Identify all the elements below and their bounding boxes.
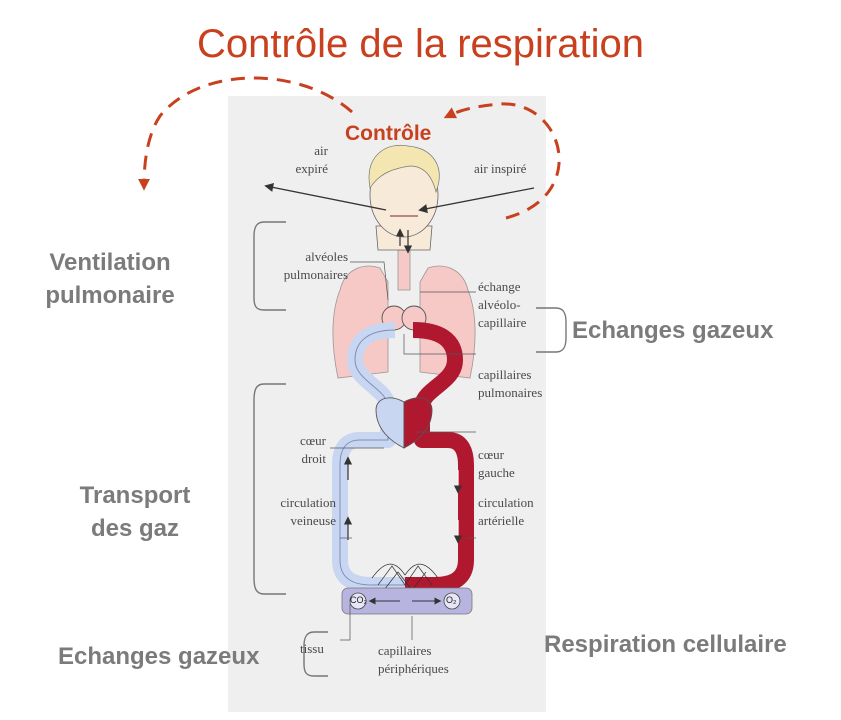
leader-lines bbox=[330, 261, 476, 641]
control-label: Contrôle bbox=[345, 122, 432, 145]
tissue-bar bbox=[341, 587, 473, 615]
label-air-inspire: air inspiré bbox=[474, 161, 527, 176]
label-capillaires-pulmonaires: capillaires pulmonaires bbox=[478, 367, 543, 400]
label-alveoles-pulmonaires: alvéoles pulmonaires bbox=[283, 249, 348, 282]
label-coeur-gauche: cœur gauche bbox=[478, 447, 515, 480]
label-ventilation-pulmonaire: Ventilation pulmonaire bbox=[45, 249, 175, 309]
trachea bbox=[397, 249, 411, 291]
air-inspired-arrow bbox=[418, 187, 535, 214]
venous-circuit-outline bbox=[339, 329, 405, 586]
bracket-transport bbox=[253, 383, 286, 595]
label-echanges-gazeux-right: Echanges gazeux bbox=[572, 317, 774, 344]
label-circulation-arterielle: circulation artérielle bbox=[478, 495, 534, 528]
bracket-echanges-right bbox=[536, 307, 567, 353]
arterial-circuit bbox=[405, 322, 474, 593]
label-air-expire: air expiré bbox=[295, 143, 328, 176]
air-expired-arrow bbox=[264, 182, 387, 211]
control-arrow-right bbox=[443, 102, 561, 220]
label-co2: CO₂ bbox=[350, 595, 367, 605]
label-o2: O₂ bbox=[446, 595, 457, 605]
label-circulation-veineuse: circulation veineuse bbox=[280, 495, 336, 528]
head-figure bbox=[368, 144, 440, 251]
control-arrow-left bbox=[138, 76, 353, 191]
bracket-ventilation bbox=[253, 221, 286, 311]
bracket-echanges-left bbox=[303, 631, 328, 677]
page-title: Contrôle de la respiration bbox=[197, 22, 644, 66]
label-transport-des-gaz: Transport des gaz bbox=[79, 482, 191, 542]
gas-circle-o2 bbox=[443, 592, 461, 610]
label-echange-alveolo-capillaire: échange alvéolo- capillaire bbox=[478, 279, 527, 330]
label-capillaires-peripheriques: capillaires périphériques bbox=[378, 643, 449, 676]
peripheral-capillaries bbox=[371, 563, 439, 591]
label-tissu: tissu bbox=[300, 641, 324, 656]
heart-left-half bbox=[403, 397, 433, 449]
gas-circle-co2 bbox=[349, 592, 367, 610]
label-coeur-droit: cœur droit bbox=[300, 433, 326, 466]
label-respiration-cellulaire: Respiration cellulaire bbox=[544, 631, 787, 658]
label-echanges-gazeux-left: Echanges gazeux bbox=[58, 643, 260, 670]
